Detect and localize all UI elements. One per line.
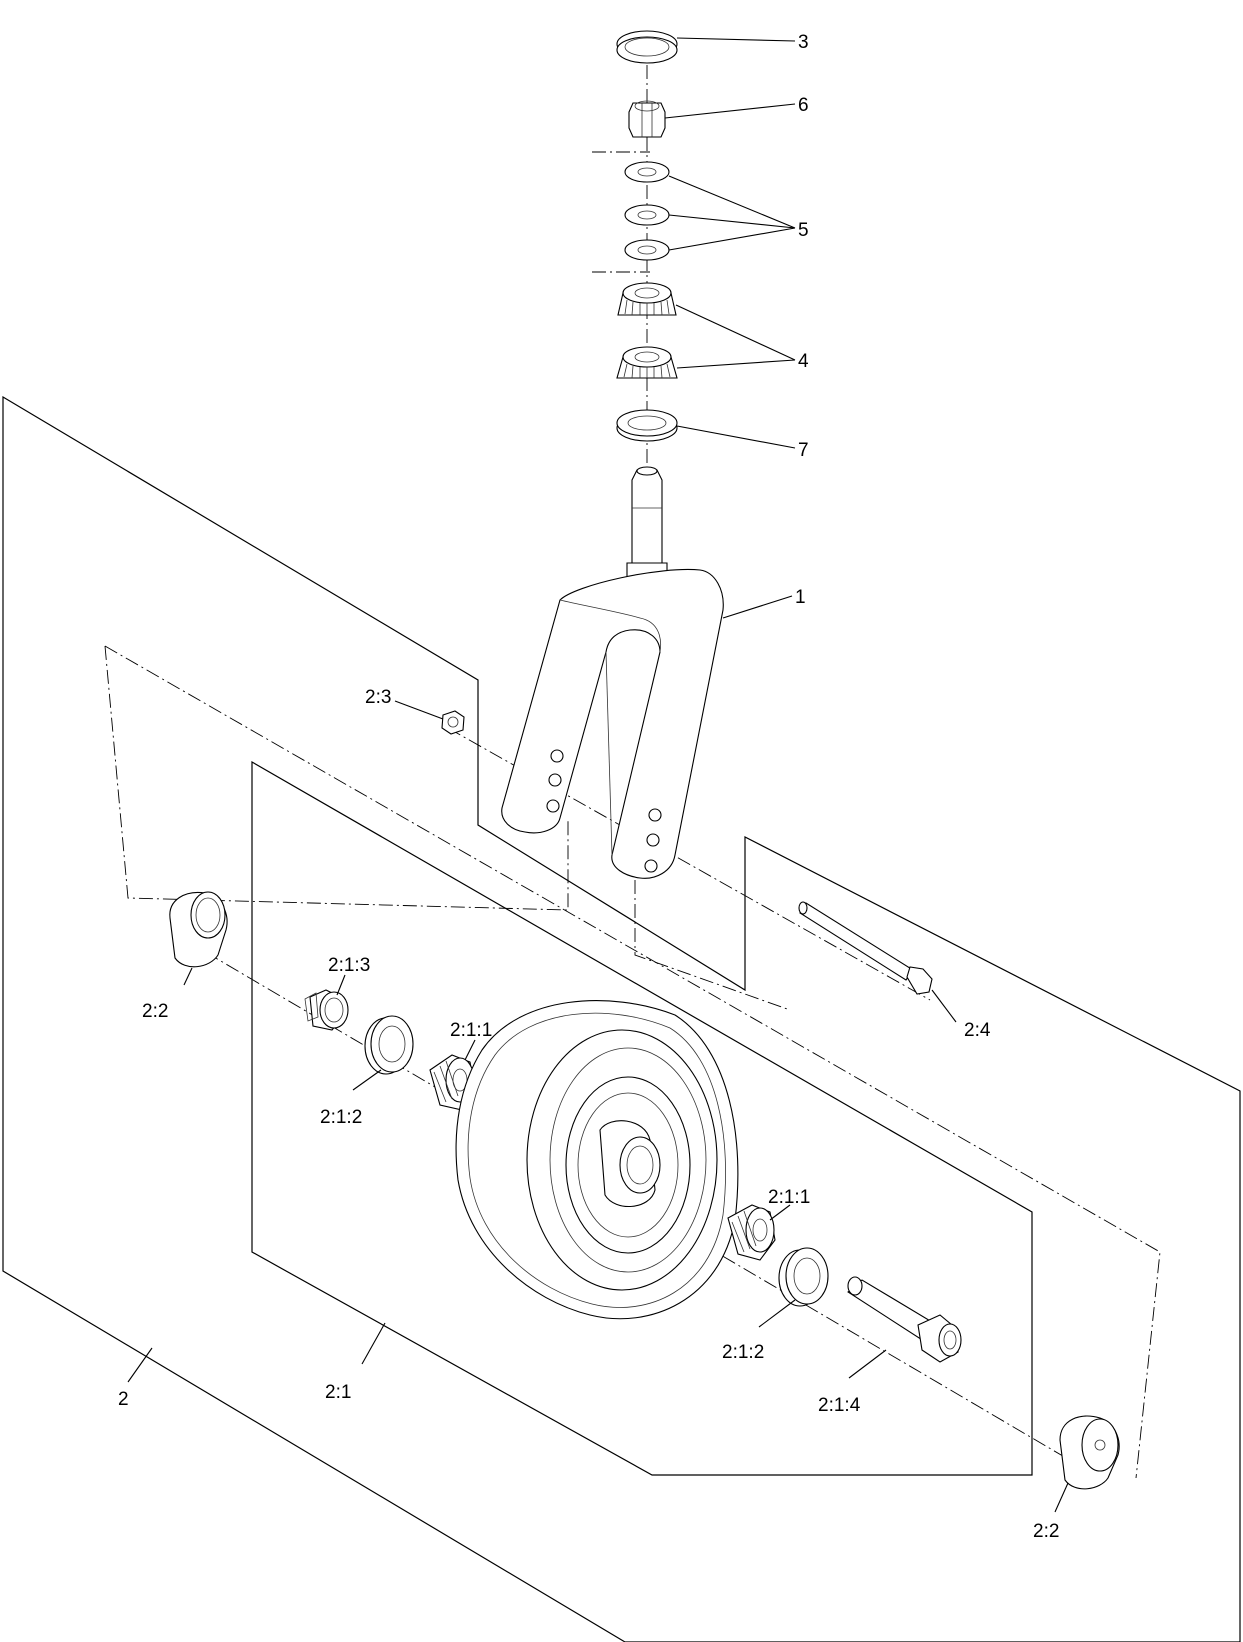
axle-nut — [441, 710, 465, 735]
centerline-left-loop — [104, 645, 569, 911]
callout-2-2-right: 2:2 — [1033, 1521, 1059, 1542]
callout-2-1-1-right: 2:1:1 — [768, 1187, 810, 1208]
centerline-axle — [104, 645, 1161, 1479]
assembly-2-outline — [2, 395, 1241, 1642]
tapered-bearings — [616, 282, 678, 379]
callout-2-3: 2:3 — [365, 687, 391, 708]
callout-2-1-3: 2:1:3 — [328, 955, 370, 976]
lock-nut — [628, 100, 666, 138]
spacer-tube — [304, 989, 349, 1031]
assembly-2-1-outline — [251, 760, 1033, 1476]
callout-2: 2 — [118, 1389, 129, 1410]
callout-1: 1 — [795, 587, 806, 608]
callout-2-1-2-left: 2:1:2 — [320, 1107, 362, 1128]
washer-stack — [624, 161, 670, 261]
callout-2-1-1-left: 2:1:1 — [450, 1020, 492, 1041]
bearing-cup — [616, 409, 678, 442]
spacer-cup-left — [169, 891, 228, 968]
callout-2-2-left: 2:2 — [142, 1001, 168, 1022]
callout-2-4: 2:4 — [964, 1020, 991, 1041]
callout-6: 6 — [798, 95, 809, 116]
axle-bolt — [798, 901, 933, 995]
leader-lines — [127, 37, 1069, 1513]
seal-right — [778, 1247, 829, 1307]
callout-3: 3 — [798, 32, 809, 53]
callout-2-1-2-right: 2:1:2 — [722, 1342, 764, 1363]
spacer-cup-right — [1059, 1415, 1120, 1490]
callout-5: 5 — [798, 220, 809, 241]
centerline-bolt — [447, 727, 931, 1001]
wheel-tire — [455, 1000, 739, 1320]
seal-left — [364, 1015, 414, 1075]
wheel-bearing-left — [429, 1054, 476, 1111]
callout-4: 4 — [798, 351, 809, 372]
centerline-fork-right — [634, 880, 791, 1011]
centerline-wheel-axis — [184, 939, 1091, 1473]
callout-2-1-4: 2:1:4 — [818, 1395, 861, 1416]
axle-tube — [847, 1276, 962, 1363]
callout-2-1: 2:1 — [325, 1382, 351, 1403]
callout-7: 7 — [798, 440, 809, 461]
dust-cap — [616, 30, 678, 64]
wheel-bearing-right — [727, 1204, 776, 1261]
caster-fork — [501, 466, 724, 879]
